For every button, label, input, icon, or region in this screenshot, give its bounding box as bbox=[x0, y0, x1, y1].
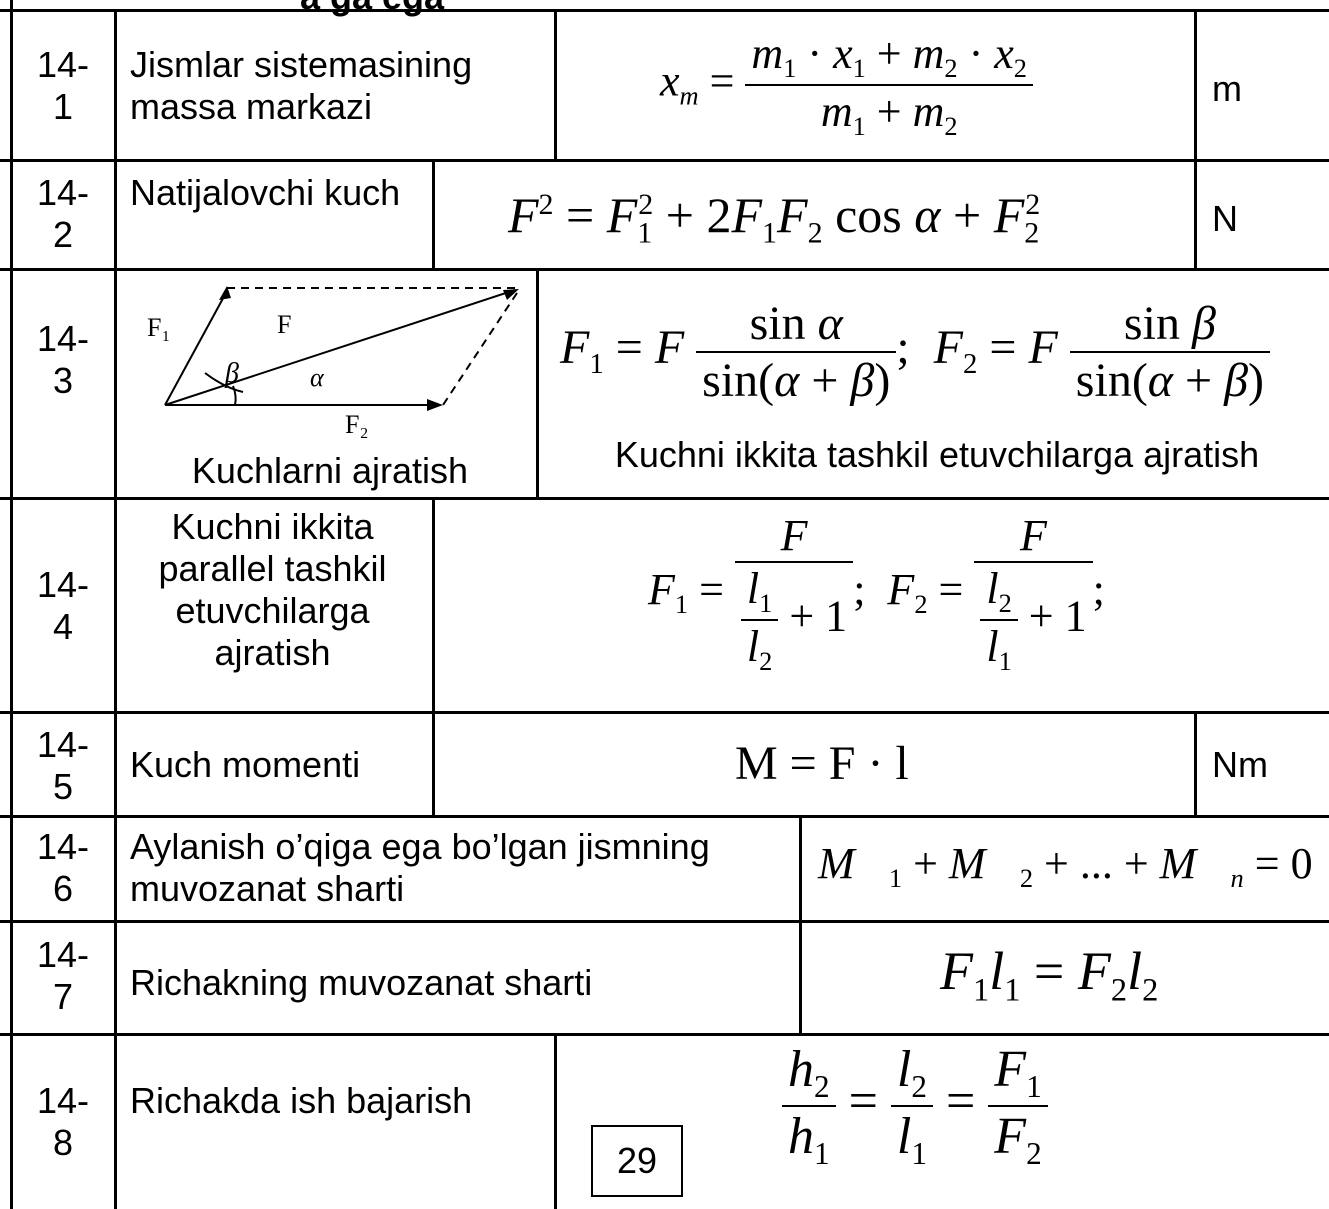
num-column-line bbox=[114, 9, 117, 1209]
cell-line bbox=[1194, 9, 1197, 270]
label-beta: β bbox=[224, 358, 239, 389]
row-number: 14- 5 bbox=[36, 724, 90, 807]
row-caption: Kuchni ikkita tashkil etuvchilarga ajrat… bbox=[614, 434, 1260, 475]
formula-moment-equilibrium: M⃗1 + M⃗2 + ... + M⃗n = 0 bbox=[818, 839, 1313, 894]
label-f2: F₂ bbox=[345, 410, 369, 439]
row-number: 14- 1 bbox=[36, 44, 90, 127]
cell-line bbox=[536, 268, 539, 499]
label-f: F bbox=[277, 310, 291, 339]
row-label: Kuchlarni ajratish bbox=[191, 450, 469, 491]
row-label: Aylanish o’qiga ega bo’lgan jismning muv… bbox=[130, 826, 710, 909]
row-number: 14- 2 bbox=[36, 172, 90, 255]
row-line bbox=[0, 497, 1329, 500]
row-line bbox=[0, 711, 1329, 714]
row-line bbox=[0, 815, 1329, 818]
row-label: Richakda ish bajarish bbox=[130, 1080, 473, 1121]
row-number: 14- 6 bbox=[36, 826, 90, 909]
row-label: Jismlar sistemasining massa markazi bbox=[130, 44, 473, 127]
cell-line bbox=[554, 9, 557, 161]
formula-moment: M = F · l bbox=[735, 737, 909, 790]
row-line bbox=[0, 9, 1329, 12]
unit: Nm bbox=[1212, 744, 1268, 785]
row-label: Natijalovchi kuch bbox=[130, 172, 401, 213]
row-line bbox=[0, 1033, 1329, 1036]
row-label: Kuchni ikkita parallel tashkil etuvchila… bbox=[158, 506, 387, 673]
left-border bbox=[10, 0, 13, 1209]
formula-resultant-force: F2 = F12 + 2F1F2 cos α + F22 bbox=[508, 187, 1041, 250]
cell-line bbox=[1194, 711, 1197, 817]
cell-line bbox=[799, 815, 802, 1035]
row-line bbox=[0, 920, 1329, 923]
formula-lever-equilibrium: F1l1 = F2l2 bbox=[940, 941, 1159, 1009]
cell-line bbox=[432, 159, 435, 270]
header-fragment: a ga ega bbox=[300, 0, 444, 18]
force-parallelogram-diagram: F₁ F β α F₂ bbox=[147, 286, 519, 439]
unit: N bbox=[1212, 198, 1238, 239]
row-number: 14- 3 bbox=[36, 318, 90, 401]
unit: m bbox=[1212, 68, 1242, 109]
page-number: 29 bbox=[591, 1125, 683, 1197]
row-number: 14- 8 bbox=[36, 1080, 90, 1163]
row-line bbox=[0, 268, 1329, 271]
label-f1: F₁ bbox=[147, 313, 171, 342]
row-number: 14- 7 bbox=[36, 934, 90, 1017]
row-label: Kuch momenti bbox=[130, 744, 361, 785]
row-line bbox=[0, 159, 1329, 162]
row-number: 14- 4 bbox=[36, 564, 90, 647]
cell-line bbox=[554, 1033, 557, 1209]
row-label: Richakning muvozanat sharti bbox=[130, 962, 593, 1003]
cell-line bbox=[432, 497, 435, 817]
label-alpha: α bbox=[310, 363, 325, 392]
